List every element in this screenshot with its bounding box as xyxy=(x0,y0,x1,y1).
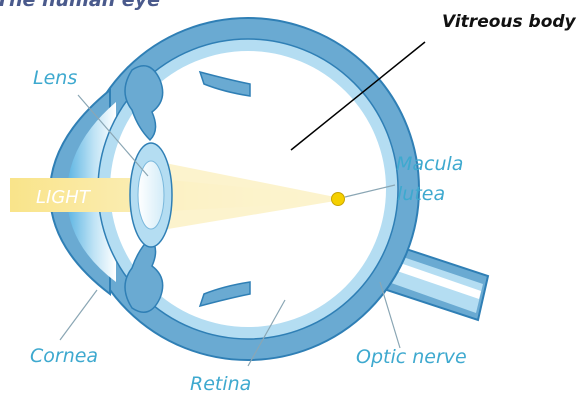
label-cornea: Cornea xyxy=(30,344,98,368)
macula-lutea xyxy=(332,193,345,206)
lens xyxy=(130,143,172,247)
label-macula-line1: Macula xyxy=(396,152,463,176)
label-vitreous-body: Vitreous body xyxy=(442,12,576,32)
label-lens: Lens xyxy=(33,66,77,90)
label-macula-line2: lutea xyxy=(397,182,445,206)
diagram-title: The human eye xyxy=(0,0,160,11)
label-light: LIGHT xyxy=(36,187,90,208)
label-retina: Retina xyxy=(190,372,251,396)
label-optic-nerve: Optic nerve xyxy=(356,345,467,369)
